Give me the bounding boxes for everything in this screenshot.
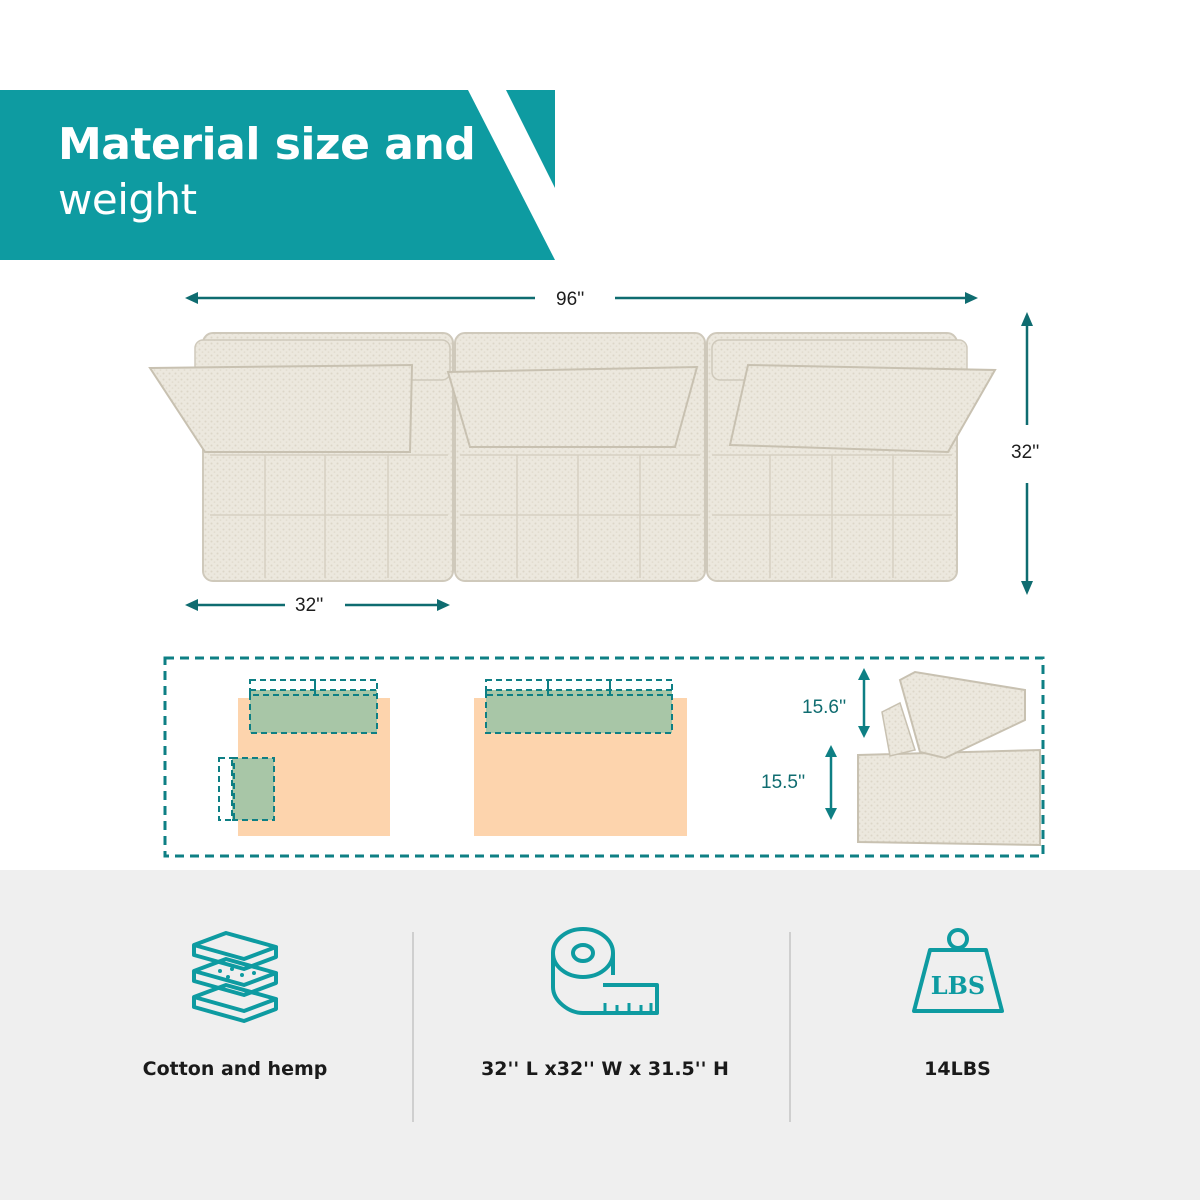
seat-height-label: 15.5'' bbox=[761, 772, 806, 793]
depth-dimension-arrow bbox=[1021, 312, 1033, 595]
width-dimension-arrow bbox=[185, 292, 978, 304]
module-width-arrow bbox=[185, 599, 450, 611]
total-width-label: 96'' bbox=[552, 289, 589, 311]
module-width-label: 32'' bbox=[291, 595, 328, 617]
header-banner bbox=[0, 90, 555, 260]
single-module-side-view bbox=[857, 670, 1041, 847]
feature-weight: LBS 14LBS bbox=[830, 870, 1085, 1200]
weight-lbs-icon: LBS bbox=[911, 928, 1004, 1013]
feature-label-weight: 14LBS bbox=[924, 1058, 991, 1080]
sofa-top-view-diagram bbox=[148, 292, 1033, 611]
layout-frame bbox=[163, 656, 1045, 858]
depth-label: 32'' bbox=[1007, 442, 1044, 464]
title-line-2: weight bbox=[58, 175, 197, 224]
sofa-module-1 bbox=[148, 332, 454, 582]
feature-material: Cotton and hemp bbox=[95, 870, 375, 1200]
layout-diagram bbox=[163, 656, 1045, 858]
feature-label-size: 32'' L x32'' W x 31.5'' H bbox=[481, 1058, 729, 1080]
features-panel: Cotton and hemp 32'' L x32'' W x 31.5'' … bbox=[0, 870, 1200, 1200]
layered-foam-icon bbox=[192, 931, 278, 1023]
lbs-icon-text: LBS bbox=[930, 971, 985, 1000]
divider-2 bbox=[789, 932, 791, 1122]
title-line-1: Material size and bbox=[58, 119, 476, 170]
page-title: Material size and weight bbox=[58, 118, 476, 228]
sofa-module-2 bbox=[446, 332, 706, 582]
back-cushion-height-label: 15.6'' bbox=[802, 697, 847, 718]
feature-label-material: Cotton and hemp bbox=[142, 1058, 328, 1080]
height-arrows bbox=[825, 668, 870, 820]
straight-layout bbox=[474, 679, 687, 836]
l-shape-layout bbox=[218, 679, 390, 836]
measuring-tape-icon bbox=[551, 927, 659, 1015]
feature-size: 32'' L x32'' W x 31.5'' H bbox=[455, 870, 755, 1200]
divider-1 bbox=[412, 932, 414, 1122]
sofa-module-3 bbox=[706, 332, 997, 582]
